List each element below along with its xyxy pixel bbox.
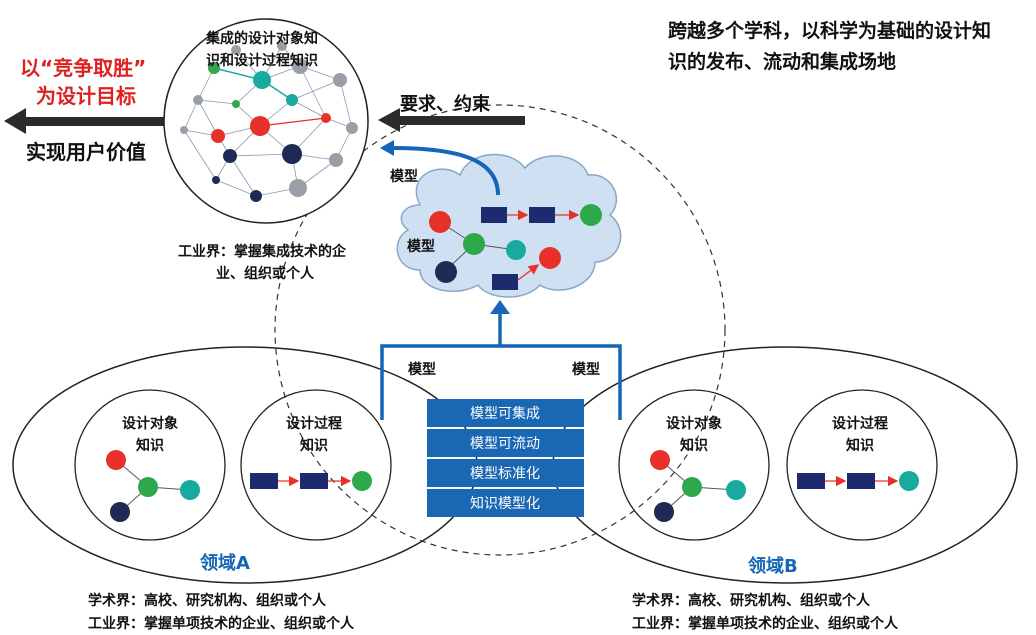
sphere-title-line1: 集成的设计对象知 [206,31,318,47]
stack-label-flowable: 模型可流动 [470,436,540,452]
domain-b-object-circle [618,389,770,541]
platform-stack: 模型可集成 模型可流动 模型标准化 知识模型化 [427,399,584,517]
goal-line1: 以“竞争取胜” [20,56,147,80]
domain-b-industry: 工业界：掌握单项技术的企业、组织或个人 [632,616,898,632]
domain-a-process-circle [240,389,392,541]
sphere-title-line2: 识和设计过程知识 [206,53,318,69]
sphere-caption-line2: 业、组织或个人 [216,266,314,282]
top-right-line2: 识的发布、流动和集成场地 [668,51,897,73]
domain-a-process-chain [250,471,372,491]
domain-a-process-line1: 设计过程 [286,416,342,432]
domain-a-process-line2: 知识 [300,438,328,454]
domain-a-academia: 学术界：高校、研究机构、组织或个人 [88,593,326,609]
stack-label-modelized: 知识模型化 [470,495,540,512]
domain-b-academia: 学术界：高校、研究机构、组织或个人 [632,593,870,609]
requirement-label: 要求、约束 [400,94,490,115]
domain-b-process-line2: 知识 [846,438,874,454]
platform-model-right-label: 模型 [572,362,600,378]
domain-b-object-line2: 知识 [680,438,708,454]
domain-b-process-line1: 设计过程 [832,416,888,432]
domain-a-object-line2: 知识 [136,438,164,454]
domain-a-name: 领域A [200,553,250,574]
domain-a-industry: 工业界：掌握单项技术的企业、组织或个人 [88,616,354,632]
domain-a-object-line1: 设计对象 [122,416,178,432]
stack-label-standardized: 模型标准化 [470,466,540,482]
domain-a-object-circle [74,389,226,541]
domain-b-process-chain [797,471,919,491]
cloud-network [429,204,602,290]
platform-model-left-label: 模型 [408,362,436,378]
sphere-nodes [180,41,358,202]
sphere-caption-line1: 工业界：掌握集成技术的企 [178,244,346,260]
requirement-arrow [378,108,525,132]
domain-b-object-line1: 设计对象 [666,416,722,432]
model-cloud [396,153,622,298]
top-right-line1: 跨越多个学科，以科学为基础的设计知 [668,20,992,42]
cloud-model-upper-label: 模型 [390,169,418,185]
user-value-label: 实现用户价值 [26,140,146,164]
cloud-to-sphere-arrow [391,146,500,196]
domain-a-object-network [106,450,200,522]
user-value-arrow [4,108,174,134]
domain-b-ellipse [552,346,1018,584]
goal-line2: 为设计目标 [36,84,136,108]
domain-b-name: 领域B [748,556,798,577]
cloud-model-inner-label: 模型 [407,239,435,255]
domain-a-ellipse [12,346,478,584]
domain-b-process-circle [786,389,938,541]
domain-b-object-network [650,450,746,522]
integration-dashed-circle [274,104,726,556]
stack-label-integrable: 模型可集成 [470,405,540,422]
